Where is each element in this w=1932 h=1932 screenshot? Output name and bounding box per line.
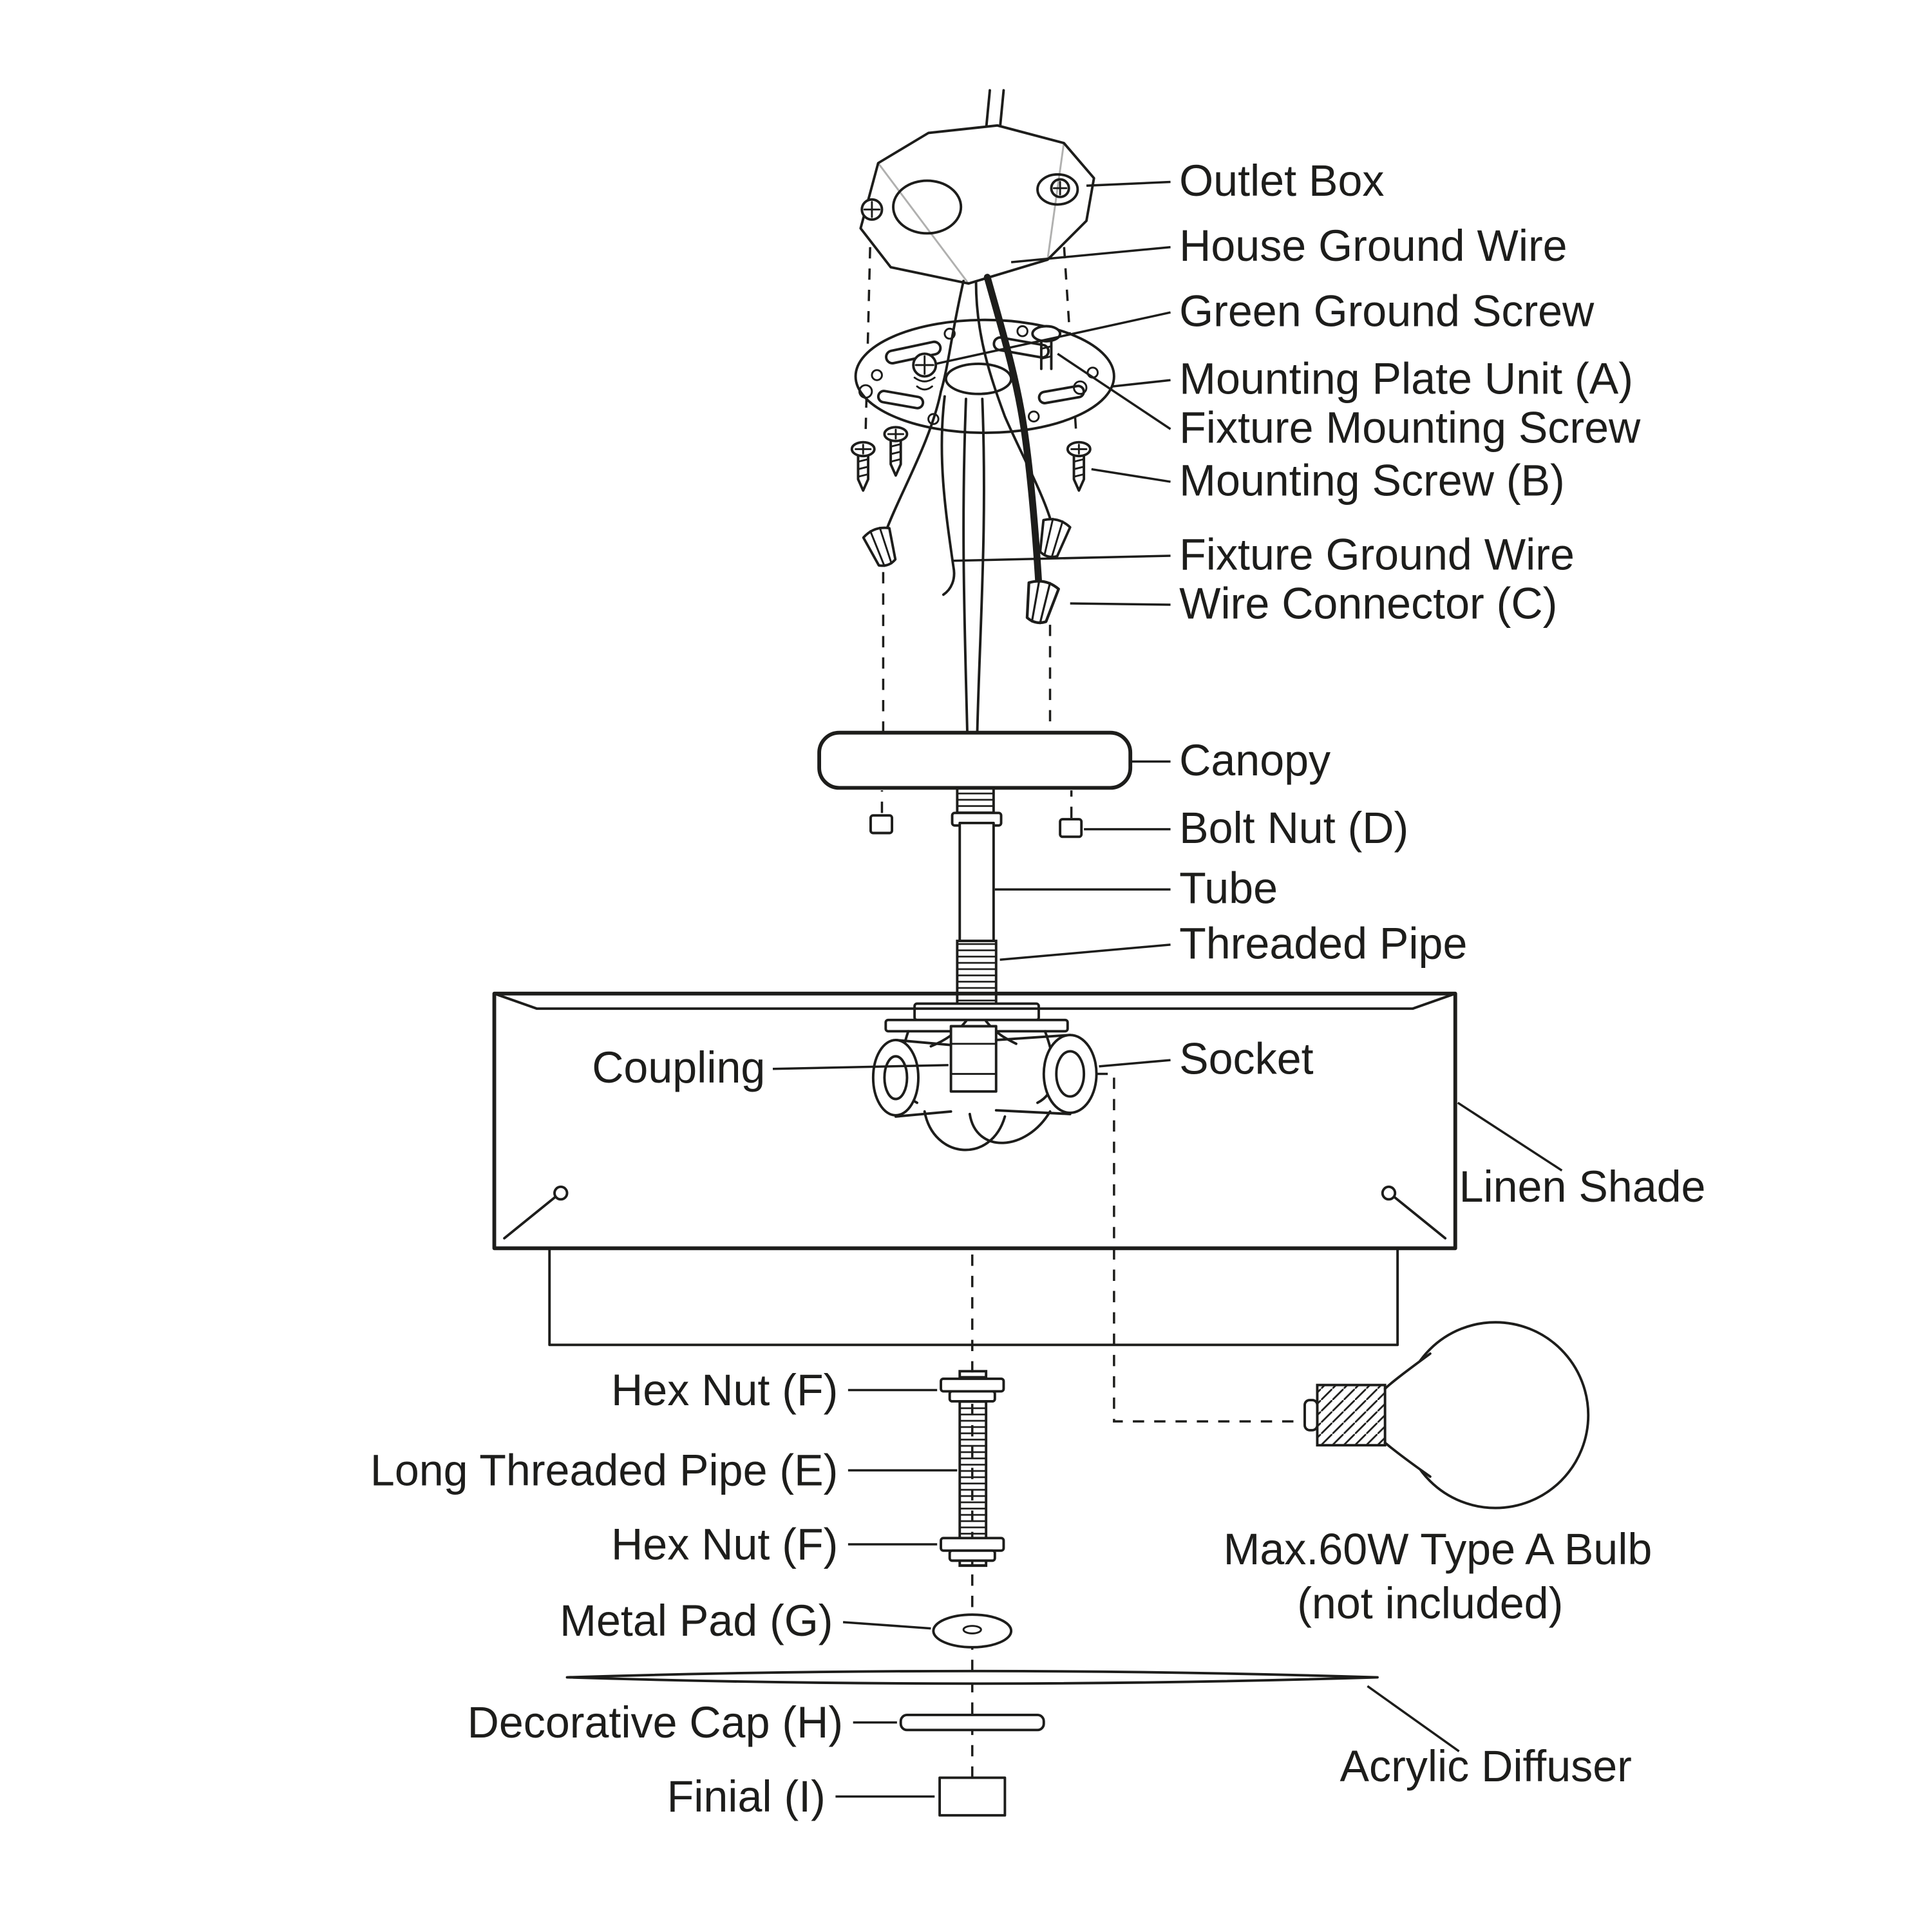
label-tube: Tube [1179,864,1278,913]
leader-socket [1099,1059,1171,1068]
label-fixture-mounting-screw: Fixture Mounting Screw [1179,404,1641,453]
label-linen-shade: Linen Shade [1459,1162,1706,1211]
leader-threaded-pipe [999,943,1171,961]
leader-wire-connector-c [1070,602,1171,606]
leader-linen-shade [1457,1101,1563,1172]
label-hex-nut-bottom: Hex Nut (F) [611,1520,838,1569]
leader-fixture-ground-wire [952,554,1171,562]
leader-mounting-screw-b [1091,468,1171,483]
threaded-pipe [884,940,1069,1033]
leader-lines [772,180,1563,1798]
label-fixture-ground-wire: Fixture Ground Wire [1179,530,1575,579]
leader-metal-pad [842,1621,931,1630]
decorative-cap [899,1714,1045,1732]
label-coupling: Coupling [592,1043,765,1092]
leader-fixture-mounting-screw [1057,352,1171,430]
linen-shade [492,991,1457,1347]
light-bulb [1303,1321,1590,1510]
fixture-wires [884,274,1054,733]
label-bulb-note-line2: (not included) [1297,1579,1563,1628]
label-mounting-screw-b: Mounting Screw (B) [1179,456,1565,505]
finial [938,1776,1007,1817]
fixture-ground-wire [940,395,956,596]
mounting-screws [850,426,1092,492]
label-house-ground-wire: House Ground Wire [1179,222,1567,270]
socket-left [871,1038,920,1117]
leader-outlet-box [1086,180,1171,187]
socket-assembly [871,1019,1098,1151]
bulb-screw-base [1316,1383,1387,1447]
label-outlet-box: Outlet Box [1179,156,1384,205]
label-socket: Socket [1179,1035,1313,1084]
green-ground-screw [912,352,938,391]
label-acrylic-diffuser: Acrylic Diffuser [1340,1742,1632,1791]
leader-acrylic-diffuser [1367,1685,1460,1752]
label-bulb-note-line1: Max.60W Type A Bulb [1224,1525,1653,1574]
alignment-dashed-lines [864,204,1078,819]
lower-hardware [565,1370,1379,1817]
leader-green-ground-screw [935,311,1171,365]
bolt-nuts [869,814,1083,838]
label-wire-connector-c: Wire Connector (C) [1179,579,1557,628]
label-green-ground-screw: Green Ground Screw [1179,287,1595,336]
tube [951,811,1003,942]
leader-mounting-plate-unit [1112,379,1171,388]
label-metal-pad: Metal Pad (G) [560,1596,833,1645]
label-hex-nut-top: Hex Nut (F) [611,1366,838,1415]
label-mounting-plate-unit: Mounting Plate Unit (A) [1179,355,1633,404]
label-canopy: Canopy [1179,736,1331,785]
mounting-plate-unit [854,318,1115,435]
hex-nut-top [940,1377,1005,1403]
label-threaded-pipe: Threaded Pipe [1179,919,1467,968]
label-long-threaded-pipe: Long Threaded Pipe (E) [370,1446,838,1495]
hex-nut-bottom [940,1537,1005,1562]
part-labels: Outlet Box House Ground Wire Green Groun… [370,156,1706,1821]
leader-house-ground-wire [1010,246,1171,263]
bulb-alignment-dashed-line [1096,1072,1312,1423]
socket-right [1042,1034,1098,1114]
long-threaded-pipe [958,1370,988,1567]
label-bolt-nut-d: Bolt Nut (D) [1179,804,1408,853]
label-decorative-cap: Decorative Cap (H) [468,1698,843,1747]
metal-pad [932,1613,1013,1649]
leader-coupling [772,1064,949,1070]
outlet-box [859,89,1095,285]
canopy [817,730,1133,817]
coupling-part [949,1025,998,1093]
house-ground-wire [983,274,1043,589]
acrylic-diffuser [565,1669,1379,1685]
label-finial: Finial (I) [667,1772,826,1821]
bulb-base-tip [1303,1399,1319,1432]
